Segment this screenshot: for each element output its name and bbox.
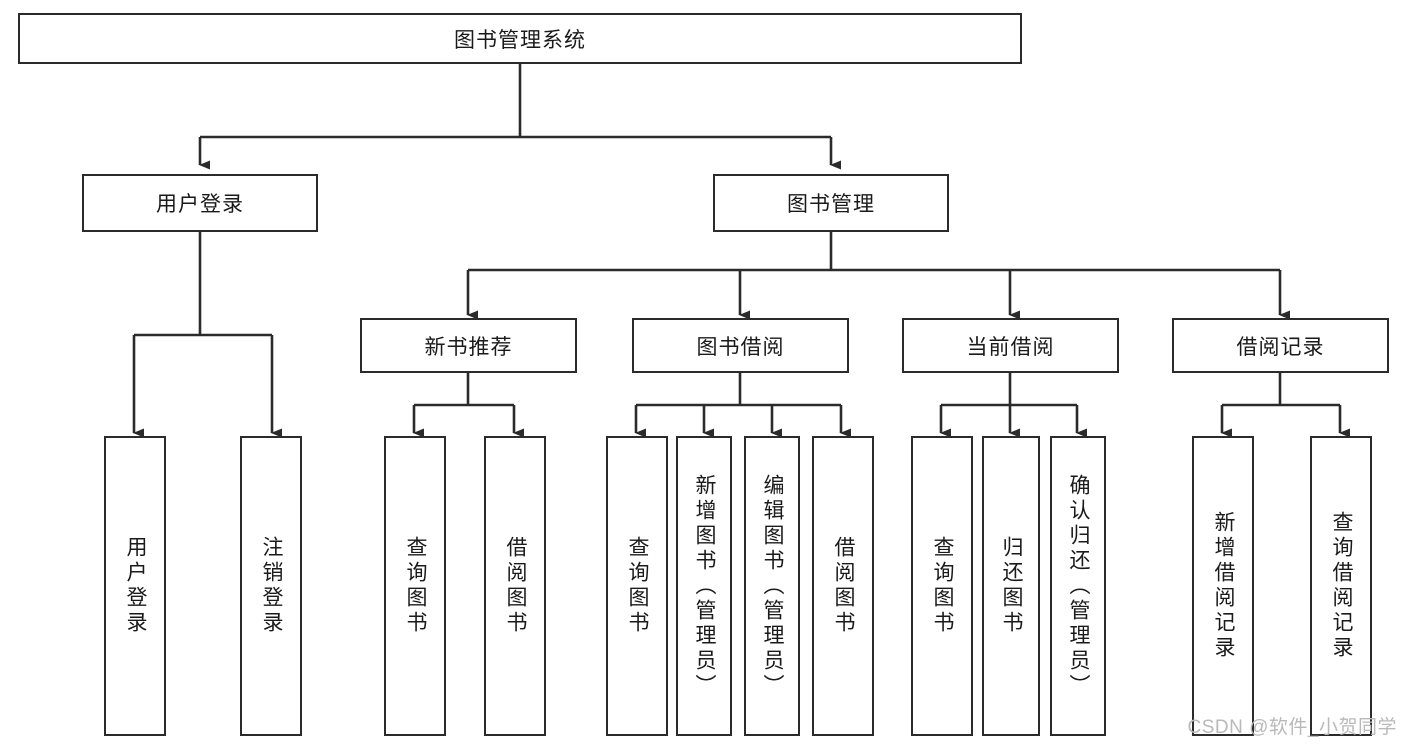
leaf-current-borrow-query[interactable]: 查询图书	[911, 436, 973, 736]
node-label: 当前借阅	[966, 335, 1055, 359]
node-label: 查询图书	[931, 536, 955, 636]
node-label: 用户登录	[124, 536, 148, 636]
leaf-current-borrow-confirm[interactable]: 确认归还（管理员）	[1050, 436, 1106, 736]
node-label: 图书借阅	[696, 335, 785, 359]
watermark-text: CSDN @软件_小贺同学	[1187, 717, 1397, 738]
leaf-book-borrow-edit[interactable]: 编辑图书（管理员）	[744, 436, 800, 736]
node-label: 新增图书（管理员）	[693, 473, 717, 699]
leaf-current-borrow-return[interactable]: 归还图书	[982, 436, 1040, 736]
leaf-borrow-record-add[interactable]: 新增借阅记录	[1192, 436, 1254, 736]
node-label: 归还图书	[1000, 536, 1024, 636]
node-current-borrow[interactable]: 当前借阅	[902, 318, 1119, 373]
node-label: 图书管理	[787, 193, 875, 216]
node-label: 图书管理系统	[454, 28, 586, 52]
leaf-user-login-signin[interactable]: 用户登录	[104, 436, 166, 736]
leaf-borrow-record-query[interactable]: 查询借阅记录	[1310, 436, 1372, 736]
node-label: 借阅图书	[504, 536, 528, 636]
node-label: 借阅图书	[832, 536, 856, 636]
node-borrow-record[interactable]: 借阅记录	[1172, 318, 1389, 373]
node-new-book-recommend[interactable]: 新书推荐	[360, 318, 577, 373]
node-label: 查询借阅记录	[1330, 511, 1354, 661]
leaf-new-book-borrow[interactable]: 借阅图书	[484, 436, 546, 736]
leaf-book-borrow-query[interactable]: 查询图书	[606, 436, 668, 736]
node-label: 新增借阅记录	[1212, 511, 1236, 661]
node-label: 确认归还（管理员）	[1067, 473, 1091, 699]
leaf-book-borrow-add[interactable]: 新增图书（管理员）	[676, 436, 732, 736]
node-label: 新书推荐	[424, 335, 513, 359]
node-user-login[interactable]: 用户登录	[82, 174, 318, 232]
node-label: 查询图书	[626, 536, 650, 636]
node-label: 查询图书	[404, 536, 428, 636]
node-book-borrow[interactable]: 图书借阅	[632, 318, 849, 373]
node-label: 用户登录	[156, 193, 244, 216]
leaf-new-book-query[interactable]: 查询图书	[384, 436, 446, 736]
node-label: 编辑图书（管理员）	[761, 473, 785, 699]
node-book-management[interactable]: 图书管理	[713, 174, 949, 232]
node-label: 借阅记录	[1236, 335, 1325, 359]
node-label: 注销登录	[260, 536, 284, 636]
leaf-user-login-signout[interactable]: 注销登录	[240, 436, 302, 736]
node-root-system[interactable]: 图书管理系统	[18, 13, 1022, 64]
leaf-book-borrow-lend[interactable]: 借阅图书	[812, 436, 874, 736]
